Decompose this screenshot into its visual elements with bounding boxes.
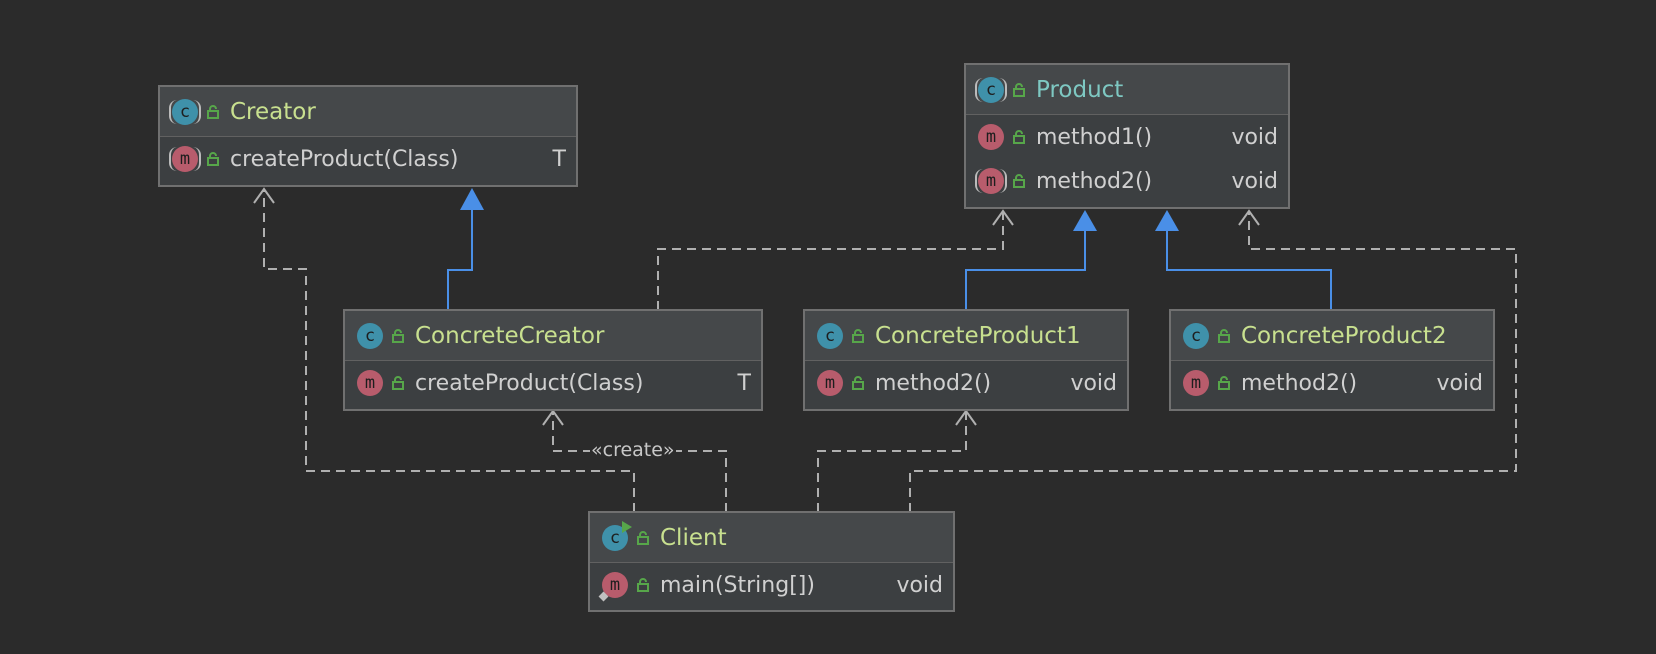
public-lock-icon bbox=[1217, 376, 1231, 390]
method-name: method2() bbox=[1036, 168, 1153, 194]
method-return-type: void bbox=[1070, 370, 1117, 396]
public-lock-icon bbox=[206, 104, 220, 119]
method-name: method1() bbox=[1036, 124, 1153, 150]
arrowhead-product-right bbox=[1238, 209, 1260, 226]
class-name: ConcreteProduct1 bbox=[875, 322, 1081, 349]
dependency-client-creator bbox=[263, 190, 635, 512]
class-name: Creator bbox=[230, 98, 316, 125]
class-header: c Product bbox=[966, 65, 1288, 115]
public-lock-icon bbox=[1012, 130, 1026, 144]
class-header: c Client bbox=[590, 513, 953, 563]
method-icon: m bbox=[1183, 370, 1209, 396]
public-lock-icon bbox=[1012, 174, 1026, 188]
class-header: c Creator bbox=[160, 87, 576, 137]
method-icon: m bbox=[978, 124, 1004, 150]
class-icon: c bbox=[357, 322, 383, 349]
class-header: c ConcreteCreator bbox=[345, 311, 761, 361]
class-concretecreator[interactable]: c ConcreteCreator m createProduct(Class)… bbox=[343, 309, 763, 411]
inheritance-concreteproduct1-product bbox=[965, 210, 1097, 310]
method-row[interactable]: m main(String[]) void bbox=[590, 563, 953, 607]
method-name: method2() bbox=[875, 370, 992, 396]
method-return-type: T bbox=[552, 146, 566, 172]
class-name: Product bbox=[1036, 76, 1124, 103]
public-lock-icon bbox=[206, 152, 220, 166]
public-lock-icon bbox=[391, 376, 405, 390]
method-return-type: void bbox=[896, 572, 943, 598]
abstract-method-icon: m bbox=[975, 168, 1007, 194]
interface-icon: c bbox=[975, 76, 1007, 103]
method-return-type: void bbox=[1231, 124, 1278, 150]
class-product[interactable]: c Product m method1() void m method2() v… bbox=[964, 63, 1290, 209]
arrowhead-creator bbox=[253, 187, 275, 204]
method-row[interactable]: m method2() void bbox=[966, 159, 1288, 203]
dependency-client-product bbox=[909, 212, 1517, 512]
abstract-class-icon: c bbox=[169, 98, 201, 125]
arrowhead-concretecreator bbox=[542, 409, 564, 426]
method-return-type: void bbox=[1436, 370, 1483, 396]
method-row[interactable]: m createProduct(Class) T bbox=[160, 137, 576, 181]
static-method-icon: m bbox=[602, 572, 628, 598]
method-name: createProduct(Class) bbox=[230, 146, 459, 172]
public-lock-icon bbox=[636, 578, 650, 592]
dependency-concretecreator-product bbox=[657, 212, 1004, 310]
inheritance-concreteproduct2-product bbox=[1155, 210, 1332, 310]
dependency-client-concreteproduct1 bbox=[817, 412, 967, 512]
class-header: c ConcreteProduct1 bbox=[805, 311, 1127, 361]
class-header: c ConcreteProduct2 bbox=[1171, 311, 1493, 361]
public-lock-icon bbox=[851, 328, 865, 343]
arrowhead-concreteproduct1 bbox=[955, 409, 977, 426]
method-name: createProduct(Class) bbox=[415, 370, 644, 396]
class-name: ConcreteProduct2 bbox=[1241, 322, 1447, 349]
method-name: method2() bbox=[1241, 370, 1358, 396]
class-icon: c bbox=[1183, 322, 1209, 349]
class-icon: c bbox=[817, 322, 843, 349]
class-client[interactable]: c Client m main(String[]) void bbox=[588, 511, 955, 612]
create-stereotype-label: «create» bbox=[590, 439, 676, 461]
method-row[interactable]: m createProduct(Class) T bbox=[345, 361, 761, 405]
dependency-client-concretecreator-create bbox=[552, 412, 727, 512]
method-icon: m bbox=[817, 370, 843, 396]
inheritance-concretecreator-creator bbox=[447, 188, 484, 310]
public-lock-icon bbox=[1217, 328, 1231, 343]
public-lock-icon bbox=[851, 376, 865, 390]
class-name: ConcreteCreator bbox=[415, 322, 605, 349]
class-concreteproduct2[interactable]: c ConcreteProduct2 m method2() void bbox=[1169, 309, 1495, 411]
method-return-type: void bbox=[1231, 168, 1278, 194]
class-name: Client bbox=[660, 524, 727, 551]
arrowhead-product-left bbox=[992, 209, 1014, 226]
runnable-class-icon: c bbox=[602, 520, 632, 551]
public-lock-icon bbox=[636, 530, 650, 545]
method-row[interactable]: m method1() void bbox=[966, 115, 1288, 159]
method-icon: m bbox=[357, 370, 383, 396]
abstract-method-icon: m bbox=[169, 146, 201, 172]
method-row[interactable]: m method2() void bbox=[1171, 361, 1493, 405]
class-concreteproduct1[interactable]: c ConcreteProduct1 m method2() void bbox=[803, 309, 1129, 411]
method-return-type: T bbox=[737, 370, 751, 396]
method-row[interactable]: m method2() void bbox=[805, 361, 1127, 405]
method-name: main(String[]) bbox=[660, 572, 815, 598]
public-lock-icon bbox=[1012, 82, 1026, 97]
class-creator[interactable]: c Creator m createProduct(Class) T bbox=[158, 85, 578, 187]
public-lock-icon bbox=[391, 328, 405, 343]
